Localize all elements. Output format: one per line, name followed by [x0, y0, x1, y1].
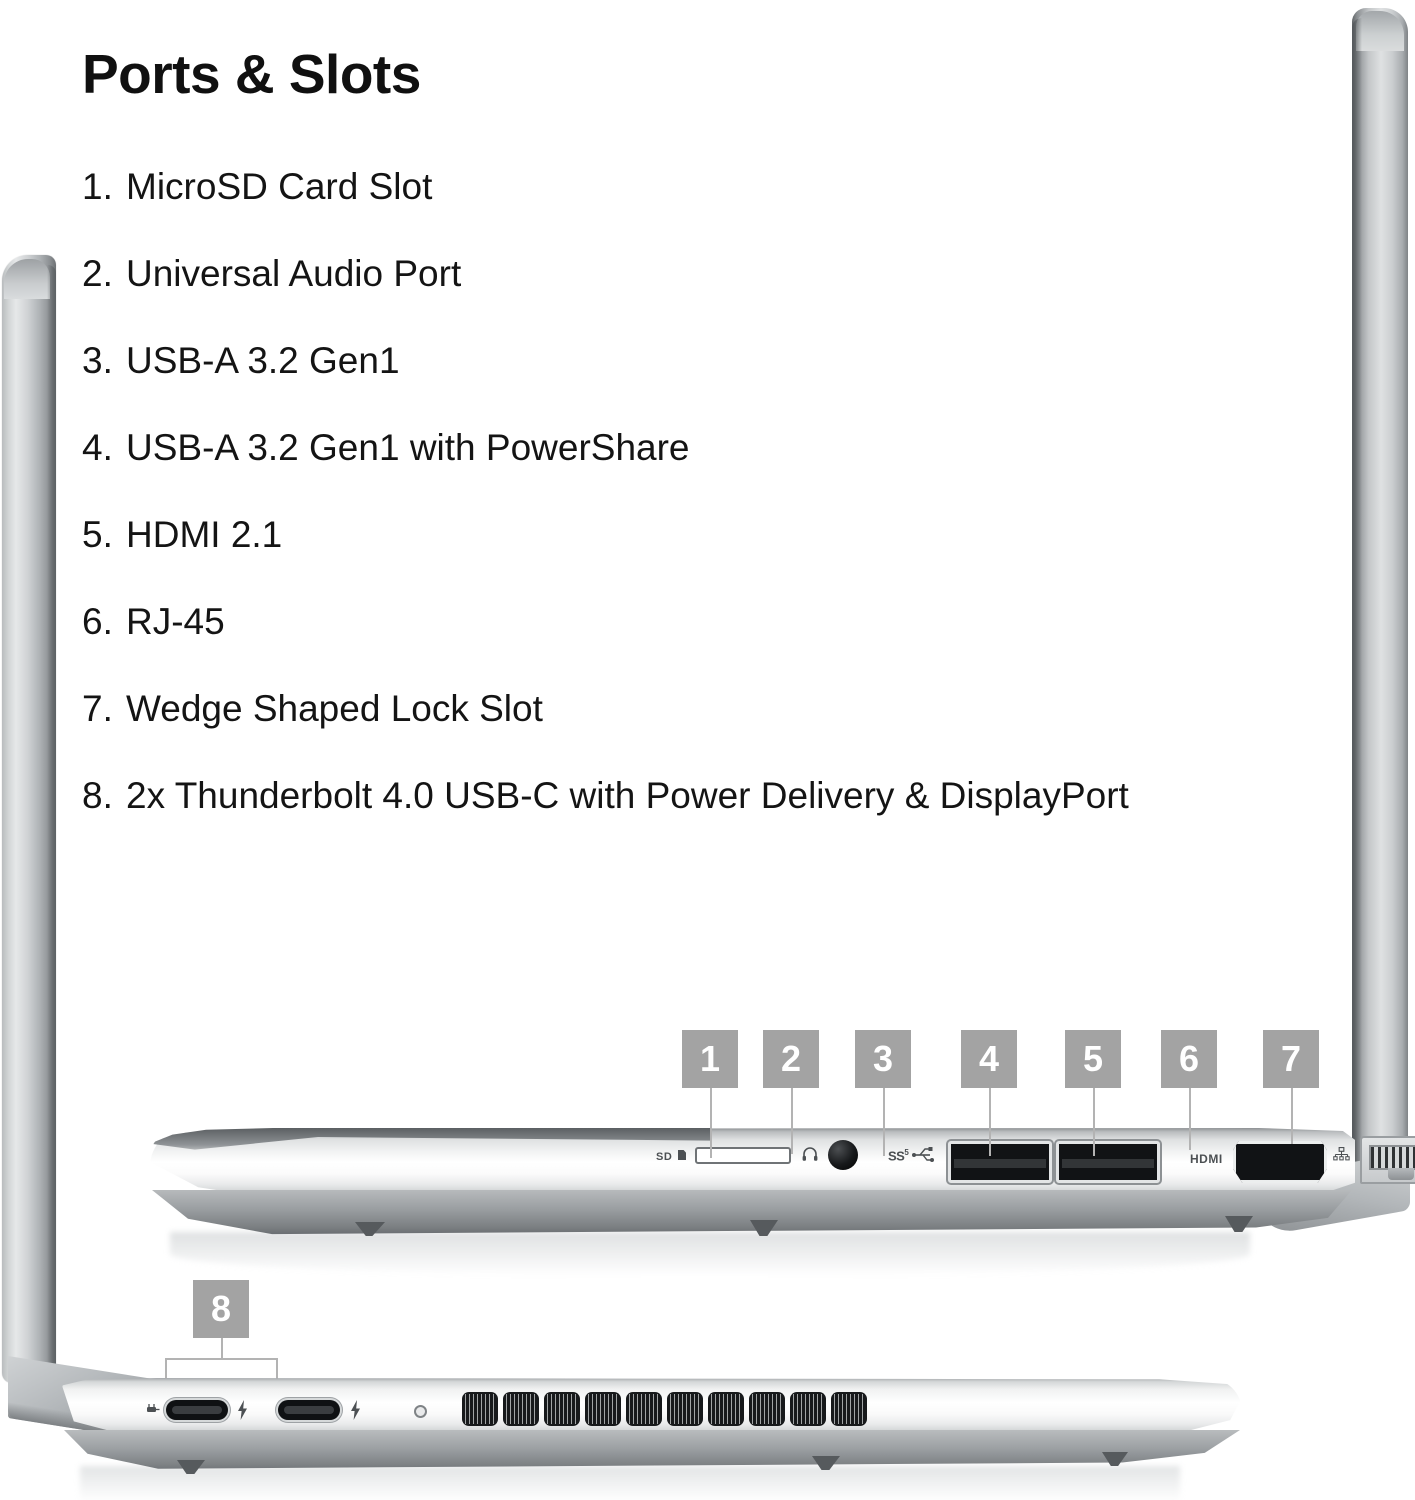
cooling-vent: [585, 1392, 621, 1426]
leader-line-2: [791, 1088, 793, 1154]
laptop-bottom-reflection: [80, 1466, 1180, 1500]
cooling-vent: [790, 1392, 826, 1426]
callout-badge-7[interactable]: 7: [1263, 1030, 1319, 1088]
list-item: 3. USB-A 3.2 Gen1: [82, 342, 1342, 429]
thunderbolt-usb-c-port-2[interactable]: [278, 1400, 340, 1420]
ports-list: 1. MicroSD Card Slot 2. Universal Audio …: [82, 168, 1342, 864]
cooling-vent: [462, 1392, 498, 1426]
leader-line-1: [710, 1088, 712, 1158]
list-item-number: 4.: [82, 427, 113, 468]
list-item-label: RJ-45: [126, 601, 225, 642]
rj45-latch-tab: [1388, 1168, 1414, 1180]
sd-card-icon: [678, 1150, 686, 1160]
cooling-vent: [626, 1392, 662, 1426]
list-item: 8. 2x Thunderbolt 4.0 USB-C with Power D…: [82, 777, 1342, 864]
list-item: 5. HDMI 2.1: [82, 516, 1342, 603]
cooling-vent: [831, 1392, 867, 1426]
list-item: 1. MicroSD Card Slot: [82, 168, 1342, 255]
usb-a-powershare-port[interactable]: [1056, 1141, 1160, 1183]
laptop-lid-right: [1352, 8, 1408, 1176]
list-item-label: Wedge Shaped Lock Slot: [126, 688, 543, 729]
callout-badge-2[interactable]: 2: [763, 1030, 819, 1088]
universal-audio-port[interactable]: [828, 1140, 858, 1170]
cooling-vent: [667, 1392, 703, 1426]
usb-a-port-1[interactable]: [948, 1141, 1052, 1183]
list-item: 2. Universal Audio Port: [82, 255, 1342, 342]
list-item-label: USB-A 3.2 Gen1: [126, 340, 400, 381]
leader-line-4: [989, 1088, 991, 1156]
laptop-right-side-view: SD SS5 SS5: [150, 1128, 1415, 1236]
list-item-number: 5.: [82, 514, 113, 555]
network-icon: [1333, 1147, 1350, 1161]
hdmi-port[interactable]: [1233, 1141, 1327, 1183]
rj45-port-contacts: [1369, 1145, 1415, 1170]
thunderbolt-icon: [238, 1400, 247, 1420]
list-item-label: Universal Audio Port: [126, 253, 462, 294]
callout-badge-1[interactable]: 1: [682, 1030, 738, 1088]
callout-badge-5[interactable]: 5: [1065, 1030, 1121, 1088]
list-item-label: MicroSD Card Slot: [126, 166, 433, 207]
laptop-left-side-view: [62, 1378, 1242, 1474]
laptop-top-underside: [152, 1190, 1352, 1235]
usb-trident-icon: [912, 1147, 934, 1162]
page-title: Ports & Slots: [82, 43, 421, 105]
cooling-vent: [544, 1392, 580, 1426]
leader-bracket-8: [165, 1358, 278, 1360]
usb-superspeed-icon: SS5: [888, 1148, 909, 1164]
list-item-number: 8.: [82, 775, 113, 816]
thunderbolt-icon: [351, 1400, 360, 1420]
list-item-number: 7.: [82, 688, 113, 729]
leader-line-8-stem: [221, 1338, 223, 1360]
list-item: 4. USB-A 3.2 Gen1 with PowerShare: [82, 429, 1342, 516]
callout-badge-8[interactable]: 8: [193, 1280, 249, 1338]
power-plug-icon: [147, 1404, 160, 1412]
list-item-number: 3.: [82, 340, 113, 381]
laptop-bottom-underside: [64, 1430, 1240, 1469]
cooling-vent: [708, 1392, 744, 1426]
thunderbolt-usb-c-port-1[interactable]: [166, 1400, 228, 1420]
leader-line-5: [1093, 1088, 1095, 1156]
list-item-label: HDMI 2.1: [126, 514, 283, 555]
list-item-label: 2x Thunderbolt 4.0 USB-C with Power Deli…: [126, 775, 1129, 816]
list-item-number: 2.: [82, 253, 113, 294]
leader-line-6: [1189, 1088, 1191, 1150]
cooling-vent: [749, 1392, 785, 1426]
microsd-card-slot[interactable]: [695, 1147, 791, 1164]
list-item-number: 1.: [82, 166, 113, 207]
hdmi-label: HDMI: [1190, 1152, 1223, 1166]
status-pinhole: [414, 1405, 427, 1418]
laptop-top-reflection: [170, 1232, 1250, 1276]
leader-line-7: [1291, 1088, 1293, 1144]
laptop-lid-left: [2, 255, 56, 1383]
list-item-label: USB-A 3.2 Gen1 with PowerShare: [126, 427, 690, 468]
leader-line-3: [883, 1088, 885, 1156]
list-item: 7. Wedge Shaped Lock Slot: [82, 690, 1342, 777]
list-item-number: 6.: [82, 601, 113, 642]
callout-badge-6[interactable]: 6: [1161, 1030, 1217, 1088]
headphone-icon: [802, 1147, 818, 1161]
sd-label: SD: [656, 1151, 673, 1163]
list-item: 6. RJ-45: [82, 603, 1342, 690]
cooling-vent: [503, 1392, 539, 1426]
callout-badge-4[interactable]: 4: [961, 1030, 1017, 1088]
callout-badge-3[interactable]: 3: [855, 1030, 911, 1088]
rj45-port-housing[interactable]: [1360, 1136, 1415, 1184]
